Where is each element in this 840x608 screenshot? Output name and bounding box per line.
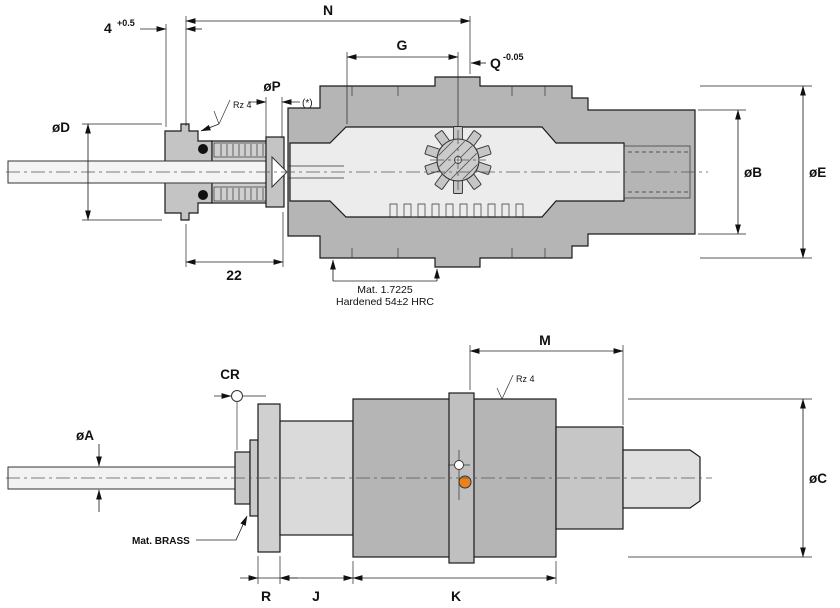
dim-label-4: 4 — [104, 20, 112, 36]
hardness-label: Hardened 54±2 HRC — [336, 296, 434, 308]
o-ring-bottom — [198, 190, 208, 200]
dim-label-m: M — [539, 332, 551, 348]
asterisk-note: (*) — [302, 98, 313, 109]
flange-grooves — [351, 86, 546, 258]
output-shaft — [622, 449, 701, 509]
dim-label-g: G — [397, 37, 408, 53]
dim-d: øD — [52, 120, 162, 221]
brass-label: Mat. BRASS — [132, 536, 190, 547]
orange-plug — [458, 475, 472, 489]
dim-label-d: øD — [52, 120, 70, 135]
top-view-section: N 4 +0.5 G Q -0.05 øP (*) — [6, 2, 826, 308]
dim-a: øA — [76, 428, 102, 512]
dim-cr: CR — [214, 367, 266, 450]
dim-label-q: Q — [490, 55, 501, 71]
material-note-top: Mat. 1.7225 Hardened 54±2 HRC — [330, 259, 440, 308]
material-label: Mat. 1.7225 — [357, 284, 413, 296]
dim-c: øC — [628, 398, 827, 558]
dim-label-n: N — [323, 2, 333, 18]
dim-p: øP (*) — [248, 79, 313, 138]
dim-label-e: øE — [809, 165, 826, 180]
dim-q: Q -0.05 — [470, 52, 524, 71]
dim-k: K — [352, 561, 557, 604]
dim-b: øB — [698, 109, 762, 235]
rack-teeth — [389, 203, 524, 218]
o-ring-top — [198, 144, 208, 154]
center-point — [271, 155, 288, 189]
roughness-symbol-bottom: Rz 4 — [496, 374, 535, 400]
dim-label-a: øA — [76, 428, 94, 443]
dim-e: øE — [700, 85, 826, 259]
dim-label-c: øC — [809, 471, 827, 486]
roughness-label-bottom: Rz 4 — [516, 374, 535, 384]
dim-r: R — [240, 556, 298, 604]
dim-label-r: R — [261, 588, 271, 604]
dim-4: 4 +0.5 — [104, 18, 202, 127]
gear — [424, 126, 492, 194]
dim-label-4-tol: +0.5 — [117, 18, 135, 28]
roughness-label-top: Rz 4 — [233, 100, 252, 110]
dim-label-22: 22 — [226, 267, 242, 283]
dim-label-b: øB — [744, 165, 762, 180]
dim-m: M — [469, 332, 624, 425]
material-note-bottom: Mat. BRASS — [132, 515, 248, 547]
cr-ball — [231, 390, 243, 402]
bottom-view-assembly: M CR Rz 4 øA øC Mat. BRASS — [6, 332, 827, 604]
dim-g: G — [346, 37, 459, 126]
dim-label-j: J — [312, 588, 320, 604]
dim-label-k: K — [451, 588, 461, 604]
dim-label-cr: CR — [220, 367, 240, 382]
roughness-symbol-top: Rz 4 — [200, 99, 252, 132]
dim-22: 22 — [185, 212, 284, 283]
dim-j: J — [279, 561, 354, 604]
dim-label-q-tol: -0.05 — [503, 52, 524, 62]
dim-label-p: øP — [263, 79, 280, 94]
detent-hole — [454, 460, 464, 470]
dim-n: N — [185, 2, 471, 126]
